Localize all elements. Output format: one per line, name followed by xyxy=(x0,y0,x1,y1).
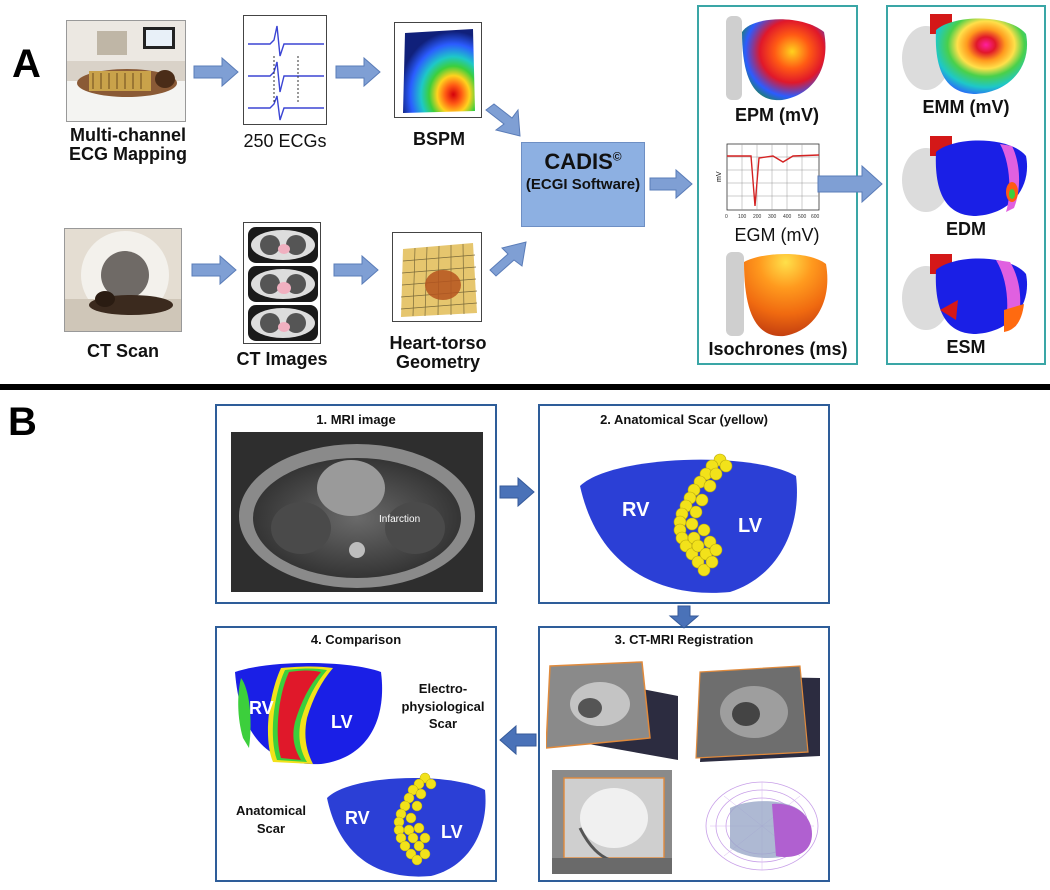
egm-x-tick: 100 xyxy=(738,214,747,220)
isochrones-heart-map xyxy=(722,250,832,338)
electro-scar-heart: RV LV xyxy=(229,658,389,768)
edm-label: EDM xyxy=(946,219,986,239)
epm-heart-map xyxy=(722,12,832,104)
ct-scan-photo xyxy=(64,228,182,332)
registration-image-1 xyxy=(546,656,682,766)
scar-rv-label: RV xyxy=(622,499,650,521)
panel-divider xyxy=(0,384,1050,390)
arrow-egm-to-maps xyxy=(817,164,883,204)
arrow-ecgs-to-bspm xyxy=(335,56,381,88)
ct-images-stack xyxy=(243,222,321,344)
panel-b-arrows xyxy=(499,476,700,756)
esm-heart-map xyxy=(900,250,1032,336)
arrow-cadis-to-output xyxy=(649,168,693,200)
cadis-copyright-mark: © xyxy=(612,149,622,164)
bspm-map xyxy=(394,22,482,118)
egm-x-tick: 0 xyxy=(725,214,728,220)
emm-heart-map xyxy=(900,10,1032,96)
bspm-label: BSPM xyxy=(412,129,465,149)
registration-image-3 xyxy=(550,768,676,878)
egm-y-label: mV xyxy=(716,171,723,182)
comparison-bottom-rv-label: RV xyxy=(345,808,370,828)
geometry-label: Heart-torso Geometry xyxy=(389,333,487,372)
infarction-annotation: Infarction xyxy=(379,514,421,525)
egm-x-tick: 200 xyxy=(753,214,762,220)
ecg-mapping-photo xyxy=(66,20,186,122)
anatomical-scar-title: 2. Anatomical Scar (yellow) xyxy=(600,412,768,427)
arrow-ctscan-to-ctimages xyxy=(191,254,237,286)
scar-lv-label: LV xyxy=(738,515,763,537)
isochrones-label: Isochrones (ms) xyxy=(708,339,848,359)
cadis-subtitle: (ECGI Software) xyxy=(525,176,641,193)
heart-torso-geometry-figure xyxy=(392,232,482,322)
mri-scan-image: Infarction xyxy=(231,432,483,592)
panel-a-arrows xyxy=(191,56,883,286)
registration-image-2 xyxy=(690,656,826,766)
mapping-label: Multi-channel ECG Mapping xyxy=(69,125,187,164)
anatomical-scar-heart: RV LV xyxy=(321,768,491,878)
egm-x-tick: 300 xyxy=(768,214,777,220)
mri-image-title: 1. MRI image xyxy=(316,412,396,427)
panel-b-letter: B xyxy=(8,400,37,444)
ct-images-label: CT Images xyxy=(236,349,328,369)
comparison-box: 4. Comparison RV LV Electro- physiologic… xyxy=(215,626,497,882)
arrow-mri-to-scar xyxy=(499,476,535,508)
ct-mri-registration-title: 3. CT-MRI Registration xyxy=(614,632,754,647)
ecgi-maps-box xyxy=(886,5,1046,365)
comparison-rv-label: RV xyxy=(249,698,274,718)
egm-x-tick: 400 xyxy=(783,214,792,220)
edm-heart-map xyxy=(900,132,1032,218)
arrow-bspm-to-cadis xyxy=(485,103,521,137)
comparison-bottom-lv-label: LV xyxy=(441,822,463,842)
ecg-traces-figure xyxy=(243,15,327,125)
panel-a-letter: A xyxy=(12,42,41,86)
anatomical-scar-box: 2. Anatomical Scar (yellow) RV LV xyxy=(538,404,830,604)
egm-label: EGM (mV) xyxy=(734,225,820,245)
esm-label: ESM xyxy=(946,337,986,357)
ecgs-label: 250 ECGs xyxy=(243,131,327,151)
arrow-registration-to-comparison xyxy=(499,724,537,756)
registration-image-4 xyxy=(700,768,826,878)
comparison-title: 4. Comparison xyxy=(310,632,402,647)
egm-plot: mV 0 100 200 300 400 500 600 xyxy=(713,142,821,222)
ct-mri-registration-box: 3. CT-MRI Registration xyxy=(538,626,830,882)
emm-label: EMM (mV) xyxy=(922,97,1010,117)
ct-scan-label: CT Scan xyxy=(86,341,160,361)
mri-image-box: 1. MRI image Infarction xyxy=(215,404,497,604)
anatomical-scar-label: Anatomical Scar xyxy=(235,803,307,836)
egm-x-tick: 500 xyxy=(798,214,807,220)
epm-label: EPM (mV) xyxy=(734,105,819,125)
arrow-geometry-to-cadis xyxy=(489,241,527,277)
cadis-title: CADIS xyxy=(544,149,613,174)
arrow-mapping-to-ecgs xyxy=(193,56,239,88)
arrow-scar-to-registration xyxy=(668,605,700,629)
arrow-ctimages-to-geometry xyxy=(333,254,379,286)
egm-x-tick: 600 xyxy=(811,214,820,220)
comparison-lv-label: LV xyxy=(331,712,353,732)
scar-heart-model: RV LV xyxy=(570,446,806,596)
cadis-software-box: CADIS© (ECGI Software) xyxy=(521,142,645,227)
electro-scar-label: Electro- physiological Scar xyxy=(401,681,485,732)
